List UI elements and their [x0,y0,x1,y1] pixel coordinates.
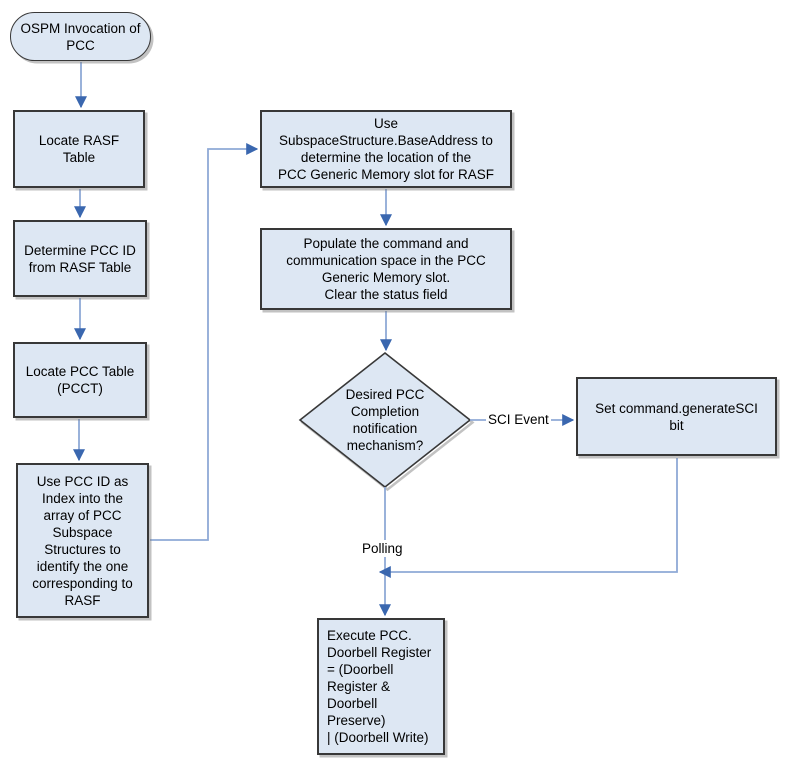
edge-use-pcc-id-to-base-address [150,143,259,541]
node-locate-rasf-table-label: Locate RASF Table [38,133,120,165]
edge-label-sci-event: SCI Event [486,411,551,428]
node-populate-command-space: Populate the command and communication s… [260,228,512,310]
node-set-generate-sci-bit-label: Set command.generateSCI bit [595,400,758,433]
edge-set-sci-to-polling-line [378,458,678,578]
node-decision-notification-mechanism: Desired PCC Completion notification mech… [303,386,467,454]
node-locate-pcc-table-label: Locate PCC Table (PCCT) [25,364,135,396]
node-populate-command-space-label: Populate the command and communication s… [286,236,486,302]
node-execute-doorbell-label: Execute PCC. Doorbell Register = (Doorbe… [327,628,432,745]
node-use-pcc-id-index: Use PCC ID as Index into the array of PC… [16,463,149,618]
node-use-base-address-label: Use SubspaceStructure.BaseAddress to det… [277,116,495,182]
node-locate-pcc-table: Locate PCC Table (PCCT) [13,342,147,418]
node-start-label: OSPM Invocation of PCC [20,20,141,53]
node-determine-pcc-id: Determine PCC ID from RASF Table [13,220,147,297]
node-set-generate-sci-bit: Set command.generateSCI bit [576,377,777,456]
node-execute-doorbell: Execute PCC. Doorbell Register = (Doorbe… [317,618,445,755]
node-determine-pcc-id-label: Determine PCC ID from RASF Table [24,242,136,275]
node-decision-label: Desired PCC Completion notification mech… [345,387,425,453]
node-locate-rasf-table: Locate RASF Table [13,110,145,188]
node-use-base-address: Use SubspaceStructure.BaseAddress to det… [260,110,512,188]
edge-label-polling: Polling [360,540,405,557]
node-use-pcc-id-index-label: Use PCC ID as Index into the array of PC… [32,473,133,608]
node-start-terminator: OSPM Invocation of PCC [10,12,151,61]
